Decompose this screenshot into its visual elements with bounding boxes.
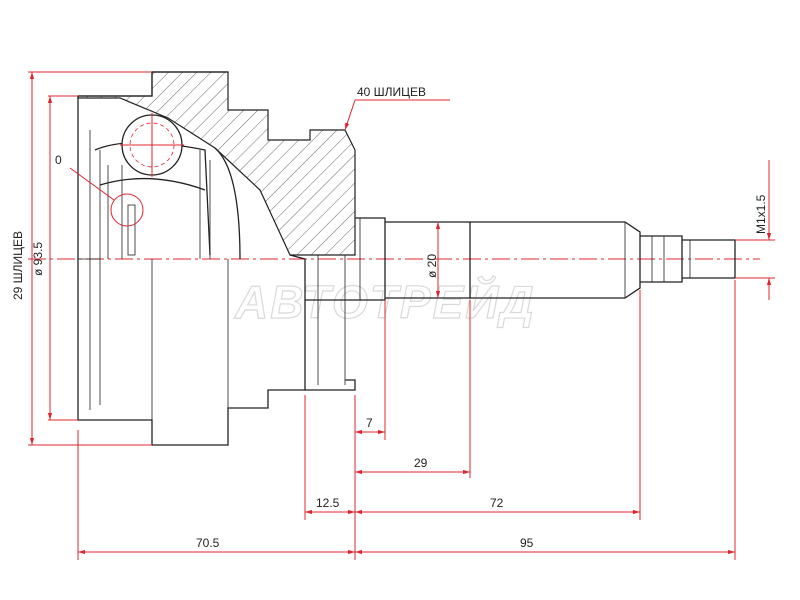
bell-housing [77,71,305,446]
dim-70-5-label: 70.5 [196,536,220,550]
stem [289,217,736,391]
detail-circle [110,193,144,227]
dim-95-label: 95 [520,536,534,550]
watermark: АВТОТРЕЙД [234,276,536,328]
outer-diameter-label: ø 93.5 [31,242,45,276]
zero-label: 0 [55,153,62,167]
inner-spline-label: 29 ШЛИЦЕВ [11,231,25,300]
dim-7-label: 7 [366,416,373,430]
ball [120,113,184,177]
housing-section-hatch [77,71,356,256]
zero-leader [69,167,115,201]
shaft-diameter-label: ø 20 [425,254,439,278]
outer-spline-label: 40 ШЛИЦЕВ [357,85,426,99]
thread-label: M1x1.5 [754,194,768,234]
dim-12-5-label: 12.5 [316,496,340,510]
dim-29-label: 29 [414,456,428,470]
outer-spline-leader [344,99,356,131]
dim-72-label: 72 [490,496,504,510]
